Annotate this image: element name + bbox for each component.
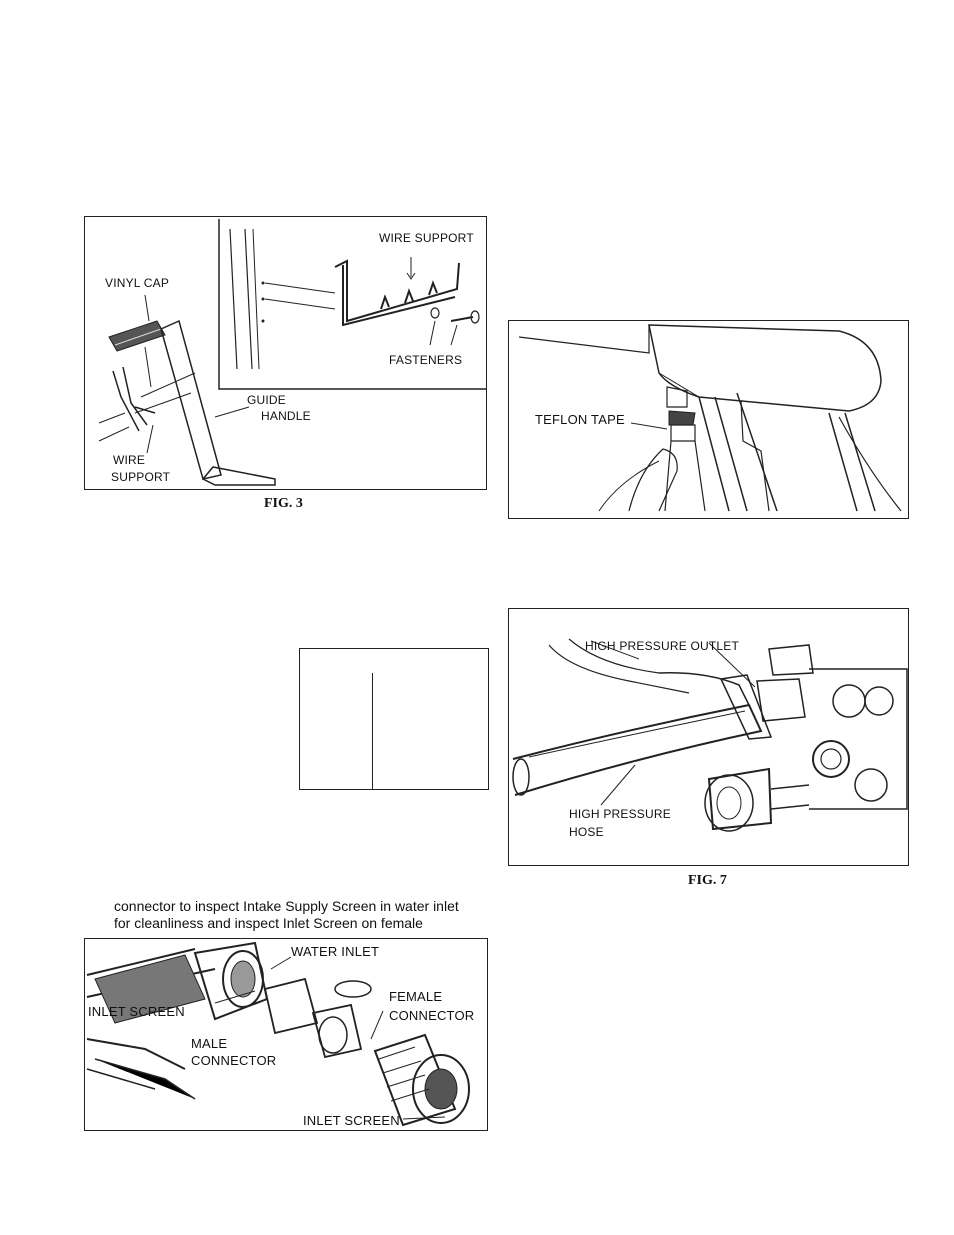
teflon-tape-illustration: TEFLON TAPE: [508, 320, 909, 519]
fig7-illustration: HIGH PRESSURE OUTLET HIGH PRESSURE HOSE: [508, 608, 909, 866]
label-wire-support-top: WIRE SUPPORT: [379, 231, 474, 245]
label-water-inlet: WATER INLET: [291, 944, 380, 959]
label-inlet-screen-bottom: INLET SCREEN: [303, 1113, 400, 1128]
label-connector-right: CONNECTOR: [389, 1008, 475, 1023]
fig7-caption: FIG. 7: [688, 873, 727, 888]
body-text-line: connector to inspect Intake Supply Scree…: [114, 898, 459, 914]
label-high-pressure-outlet: HIGH PRESSURE OUTLET: [585, 639, 740, 653]
label-connector-left: CONNECTOR: [191, 1053, 277, 1068]
body-text-line: for cleanliness and inspect Inlet Screen…: [114, 915, 423, 931]
label-fasteners: FASTENERS: [389, 353, 463, 367]
label-female: FEMALE: [389, 989, 443, 1004]
label-guide: GUIDE: [247, 393, 287, 407]
hose-drawing: [512, 638, 908, 832]
gun-drawing: [518, 324, 902, 512]
body-text: connector to inspect Intake Supply Scree…: [114, 898, 488, 932]
inlet-illustration: WATER INLET INLET SCREEN FEMALE CONNECTO…: [84, 938, 488, 1131]
label-vinyl-cap: VINYL CAP: [105, 276, 170, 290]
label-high-pressure: HIGH PRESSURE: [569, 807, 671, 821]
label-male: MALE: [191, 1036, 228, 1051]
label-support: SUPPORT: [111, 470, 171, 484]
fig3-illustration: WIRE SUPPORT VINYL CAP FASTENERS GUIDE H…: [84, 216, 487, 490]
fig3-caption: FIG. 3: [264, 496, 303, 511]
table-outline: [299, 648, 489, 790]
label-inlet-screen-left: INLET SCREEN: [88, 1004, 185, 1019]
label-wire: WIRE: [113, 453, 146, 467]
table-divider: [372, 673, 373, 789]
fig3-drawing: [98, 219, 486, 486]
label-teflon-tape: TEFLON TAPE: [535, 412, 625, 427]
inlet-drawing: [86, 941, 470, 1127]
label-handle: HANDLE: [261, 409, 311, 423]
label-hose: HOSE: [569, 825, 604, 839]
